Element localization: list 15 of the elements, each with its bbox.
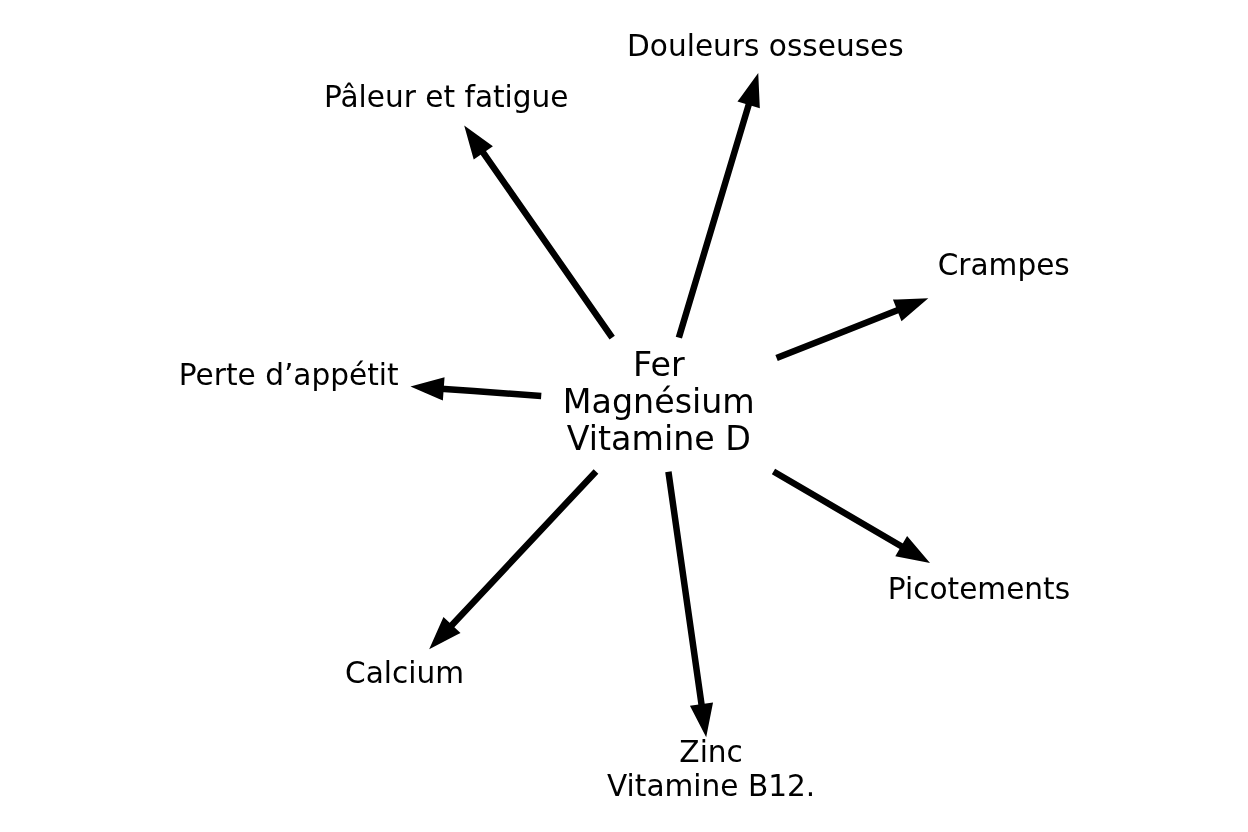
arrow: [428, 469, 598, 650]
node-text: Picotements: [887, 571, 1070, 606]
node-text: Perte d’appétit: [178, 357, 399, 392]
arrow: [664, 471, 713, 738]
arrow: [675, 72, 760, 339]
node-text: Douleurs osseuses: [626, 29, 904, 64]
arrow: [463, 125, 615, 340]
node-text: Fer Magnésium Vitamine D: [562, 344, 755, 458]
node-text: Calcium: [344, 655, 464, 690]
node-text: Zinc Vitamine B12.: [606, 735, 815, 803]
node-text: Crampes: [937, 248, 1070, 283]
arrow: [771, 468, 930, 564]
arrow: [409, 377, 541, 401]
node-text: Pâleur et fatigue: [323, 79, 569, 114]
arrow: [774, 298, 928, 361]
